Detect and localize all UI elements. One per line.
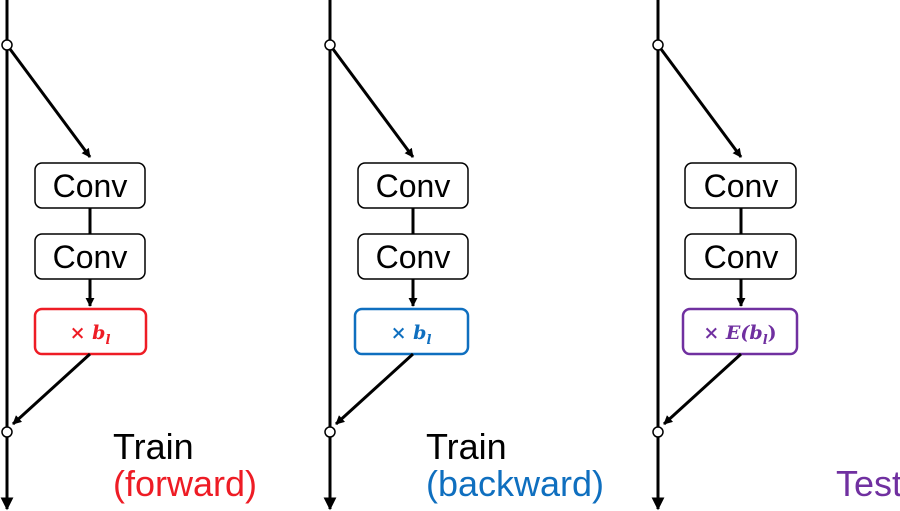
multiply-label: × E(bl) (703, 322, 776, 348)
panel-test: Conv Conv × E(bl) Test (651, 0, 900, 511)
caption-line-1: Train (426, 426, 507, 467)
branch-arrow-in (5, 44, 92, 158)
conv-label-1: Conv (376, 168, 451, 204)
merge-node (324, 426, 336, 438)
split-node (652, 39, 664, 51)
conv-label-1: Conv (53, 168, 128, 204)
panel-forward: Conv Conv × bl Train (forward) (0, 0, 257, 511)
panel-backward: Conv Conv × bl Train (backward) (323, 0, 604, 511)
split-node (324, 39, 336, 51)
merge-node (1, 426, 13, 438)
multiply-box (33, 307, 148, 356)
conv-label-2: Conv (704, 239, 779, 275)
caption-line-1: Train (113, 426, 194, 467)
branch-arrow-out (11, 352, 92, 426)
conv-label-1: Conv (704, 168, 779, 204)
caption-line-2: (forward) (113, 463, 257, 504)
merge-node (652, 426, 664, 438)
caption-line-2: Test (836, 463, 900, 504)
branch-arrow-in (328, 44, 415, 158)
conv-label-2: Conv (53, 239, 128, 275)
multiply-label: × bl (70, 322, 111, 348)
caption-line-2: (backward) (426, 463, 604, 504)
multiply-label: × bl (391, 322, 432, 348)
conv-label-2: Conv (376, 239, 451, 275)
split-node (1, 39, 13, 51)
branch-arrow-out (334, 352, 415, 426)
branch-arrow-in (656, 44, 743, 158)
branch-arrow-out (662, 352, 743, 426)
